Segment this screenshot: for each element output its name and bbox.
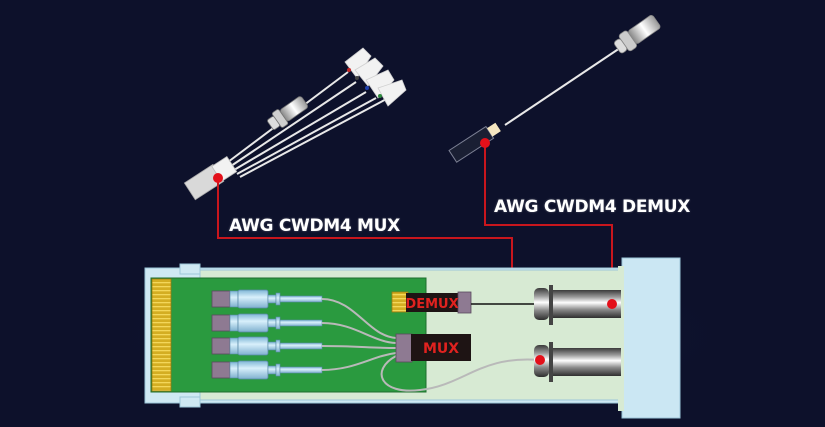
demux-chip: DEMUX [391,291,472,314]
demux-callout-dot [480,138,490,148]
laser-tosa [211,313,323,333]
mux-label: AWG CWDM4 MUX [229,216,400,236]
demux-chip-label: DEMUX [405,297,458,312]
laser-tosa [211,360,323,380]
mux-endpoint-dot [535,355,545,365]
demux-label: AWG CWDM4 DEMUX [494,197,691,217]
demux-callout-line [484,143,613,304]
mux-chip: MUX [395,333,471,363]
laser-tosa-array [211,289,323,380]
receptacle-tx [534,342,621,382]
laser-tosa [211,289,323,309]
mux-callout-dot [213,173,223,183]
demux-endpoint-dot [607,299,617,309]
mux-chip-label: MUX [423,341,459,357]
laser-tosa [211,336,323,356]
awg-demux-component [448,15,661,163]
transceiver-module: DEMUX MUX [144,257,681,419]
gold-fingers [151,278,172,392]
awg-mux-component [183,47,407,201]
